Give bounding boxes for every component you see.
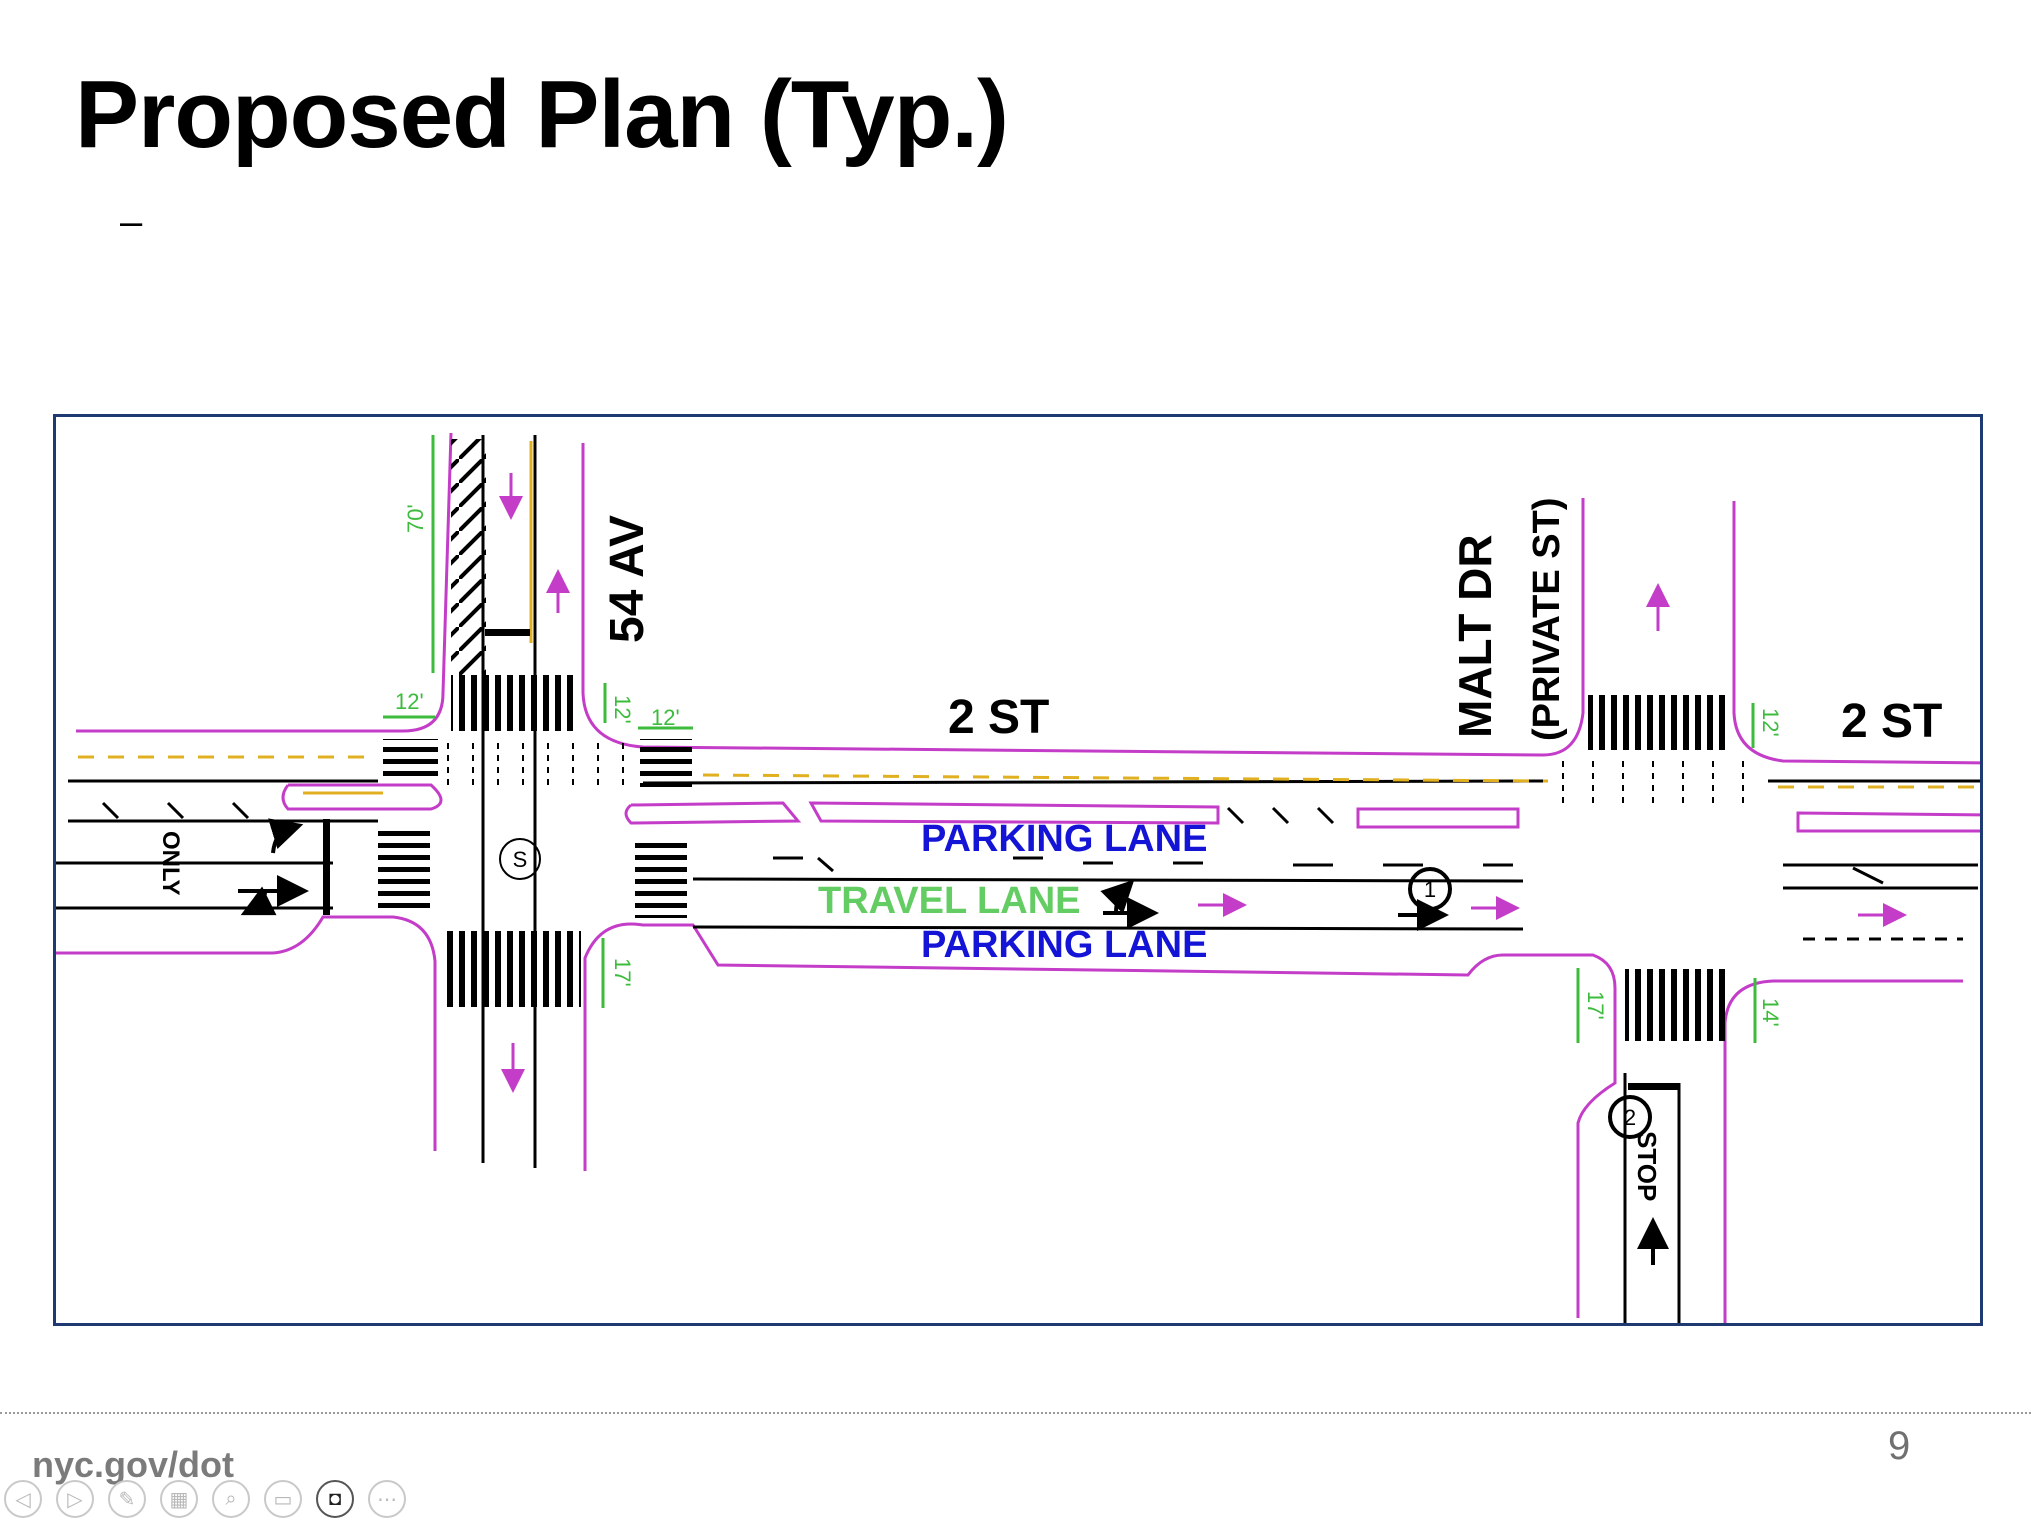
curb-lines bbox=[56, 432, 1980, 1323]
dimension-labels: 70' 12' 12' 12' 12' 17' 17' 14' bbox=[395, 504, 1783, 1026]
camera-icon[interactable]: ◘ bbox=[316, 1480, 354, 1518]
crosswalk-malt-south bbox=[1625, 969, 1725, 1041]
crosswalk-2st-west-lower bbox=[378, 828, 430, 908]
crosswalk-54av-north bbox=[451, 675, 579, 731]
lane-lines bbox=[56, 435, 1980, 1323]
subtitles-icon[interactable]: ▭ bbox=[264, 1480, 302, 1518]
street-label-2st-left: 2 ST bbox=[948, 691, 1049, 744]
street-label-2st-right: 2 ST bbox=[1841, 695, 1942, 748]
street-label-private-st: (PRIVATE ST) bbox=[1526, 498, 1568, 741]
note-2-label: 2 bbox=[1624, 1105, 1636, 1130]
dim-17-b: 17' bbox=[1583, 991, 1608, 1020]
plan-drawing: S 1 2 2 ST 2 ST 54 AV MALT DR (PRIVATE S… bbox=[56, 432, 1980, 1323]
zoom-icon[interactable]: ⌕ bbox=[212, 1480, 250, 1518]
bullet-placeholder: – bbox=[120, 200, 143, 244]
page-number: 9 bbox=[1888, 1424, 1911, 1468]
presentation-controls: ◁ ▷ ✎ ▦ ⌕ ▭ ◘ ⋯ bbox=[4, 1480, 406, 1520]
note-1-label: 1 bbox=[1424, 877, 1436, 902]
direction-arrows bbox=[499, 473, 1907, 1093]
dim-14: 14' bbox=[1758, 998, 1783, 1027]
footer-url: nyc.gov/dot bbox=[32, 1444, 235, 1485]
back-icon[interactable]: ◁ bbox=[4, 1480, 42, 1518]
footer-divider bbox=[0, 1412, 2031, 1414]
dim-12-c: 12' bbox=[651, 705, 680, 730]
only-marking: ONLY bbox=[157, 831, 184, 895]
dimension-lines bbox=[383, 435, 1757, 1043]
turn-arrows bbox=[238, 818, 1669, 1265]
dim-12-b: 12' bbox=[610, 695, 635, 724]
stop-bar-54av bbox=[485, 629, 530, 636]
parking-lane-label-top: PARKING LANE bbox=[921, 818, 1207, 860]
crosswalk-54av-south bbox=[441, 931, 581, 1007]
street-label-malt-dr: MALT DR bbox=[1449, 534, 1501, 738]
centerline bbox=[78, 441, 1980, 795]
dim-12-d: 12' bbox=[1758, 708, 1783, 737]
slide-title: Proposed Plan (Typ.) bbox=[75, 61, 1009, 168]
crosswalk-2st-east bbox=[640, 739, 692, 787]
hatched-median bbox=[451, 439, 486, 675]
travel-lane-label: TRAVEL LANE bbox=[818, 880, 1081, 922]
forward-icon[interactable]: ▷ bbox=[56, 1480, 94, 1518]
more-icon[interactable]: ⋯ bbox=[368, 1480, 406, 1518]
bike-crossing-marks bbox=[447, 743, 1744, 808]
crosswalk-malt-north bbox=[1588, 695, 1728, 750]
dim-70: 70' bbox=[403, 504, 428, 533]
parking-ticks bbox=[101, 801, 1884, 885]
parking-lane-label-bottom: PARKING LANE bbox=[921, 924, 1207, 966]
pen-icon[interactable]: ✎ bbox=[108, 1480, 146, 1518]
street-label-54av: 54 AV bbox=[601, 515, 654, 643]
signal-symbol-circle bbox=[499, 838, 541, 880]
slides-grid-icon[interactable]: ▦ bbox=[160, 1480, 198, 1518]
street-plan-diagram: S 1 2 2 ST 2 ST 54 AV MALT DR (PRIVATE S… bbox=[53, 414, 1983, 1326]
stop-marking: STOP bbox=[1632, 1131, 1662, 1201]
note-2-circle bbox=[1608, 1095, 1652, 1139]
note-1-circle bbox=[1408, 867, 1452, 911]
crosswalk-2st-east-lower bbox=[635, 838, 687, 918]
signal-symbol: S bbox=[513, 847, 528, 872]
dim-12-a: 12' bbox=[395, 689, 424, 714]
dim-17-a: 17' bbox=[610, 958, 635, 987]
crosswalk-2st-west bbox=[383, 739, 438, 783]
stop-bar-left bbox=[323, 819, 330, 915]
stop-bar-malt bbox=[1628, 1083, 1678, 1090]
